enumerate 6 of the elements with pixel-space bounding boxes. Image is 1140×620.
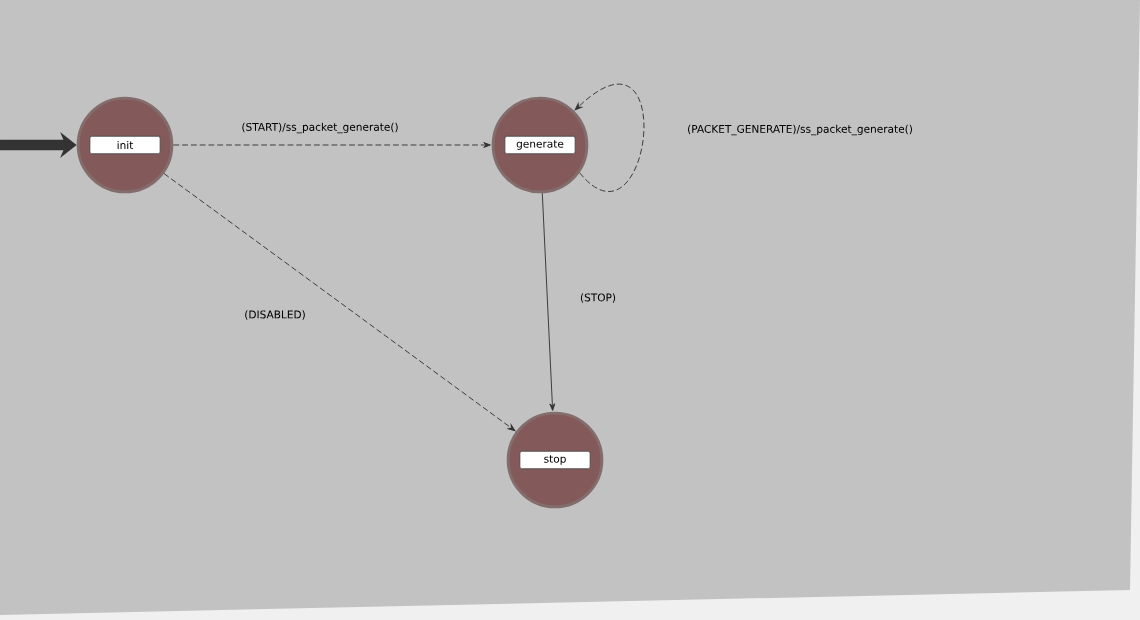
arrow — [541, 192, 556, 411]
edge-label: (DISABLED) — [243, 309, 307, 321]
arrow — [163, 173, 516, 432]
arrow — [574, 83, 644, 192]
arrow — [172, 142, 491, 148]
edge-label: (STOP) — [578, 292, 618, 304]
